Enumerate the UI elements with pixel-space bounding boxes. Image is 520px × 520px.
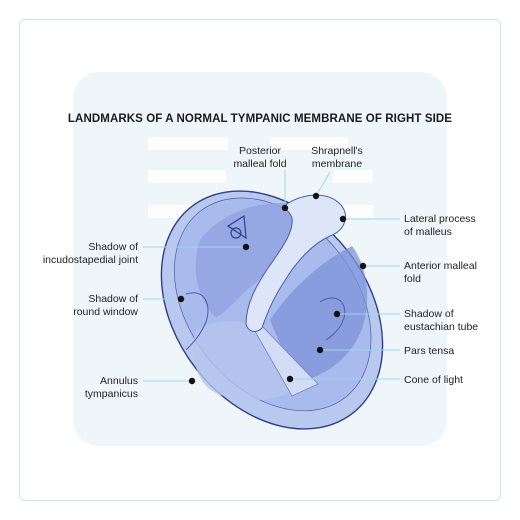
annulus-ring — [160, 190, 384, 430]
label-shrapnells-membrane: Shrapnell's membrane — [311, 145, 363, 170]
label-lateral-process-of-malleus: Lateral process of malleus — [404, 213, 476, 238]
background-bars — [148, 137, 373, 218]
label-pars-tensa: Pars tensa — [404, 345, 455, 357]
leader-lines — [143, 170, 400, 382]
posterior-superior-quadrant — [195, 203, 297, 318]
round-window-shadow — [185, 292, 209, 351]
label-posterior-malleal-fold: Posterior malleal fold — [233, 145, 287, 170]
eustachian-tube-shadow — [319, 297, 346, 341]
incudostapedial-joint-shadow — [226, 214, 247, 240]
malleus — [245, 194, 346, 332]
label-shadow-of-round-window: Shadow of round window — [73, 293, 138, 318]
label-shadow-of-incudostapedial-joint: Shadow of incudostapedial joint — [42, 241, 138, 266]
label-cone-of-light: Cone of light — [404, 374, 463, 386]
landmark-dots — [177, 192, 367, 385]
label-shadow-of-eustachian-tube: Shadow of eustachian tube — [404, 308, 479, 333]
inferior-region — [193, 321, 292, 401]
anterior-quadrant — [270, 246, 368, 382]
label-annulus-tympanicus: Annulus tympanicus — [84, 375, 138, 400]
diagram-title: LANDMARKS OF A NORMAL TYMPANIC MEMBRANE … — [67, 113, 453, 125]
label-anterior-malleal-fold: Anterior malleal fold — [404, 260, 477, 285]
